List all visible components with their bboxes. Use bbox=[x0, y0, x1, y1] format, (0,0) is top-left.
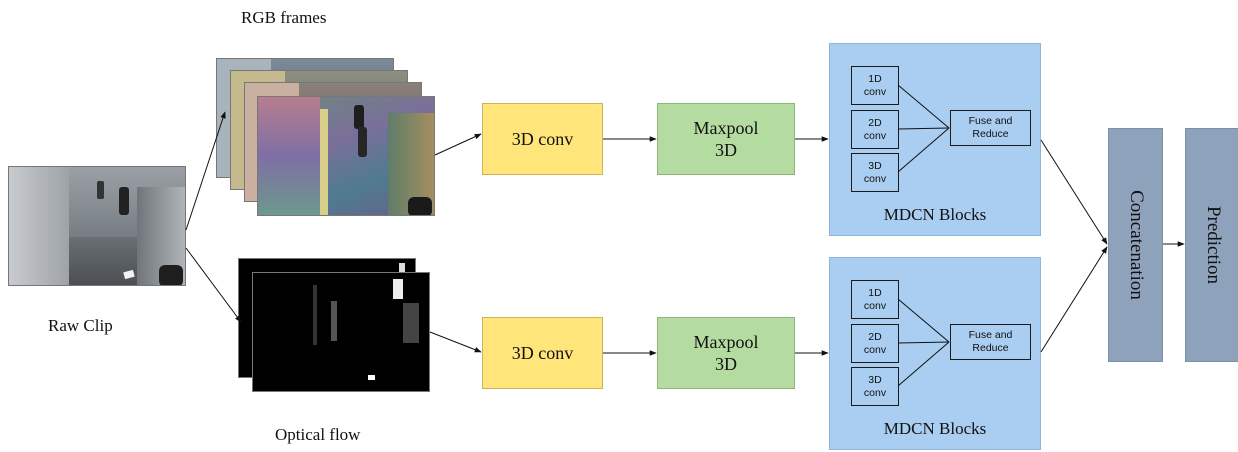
top-3d-conv-label: 3D conv bbox=[511, 128, 574, 149]
top-3d-conv-box: 3D conv bbox=[482, 103, 603, 175]
arrow-top-mdcn-to-concat bbox=[1040, 139, 1108, 245]
rgb-frames-label: RGB frames bbox=[241, 8, 327, 27]
bottom-2d-conv-box: 2D conv bbox=[851, 324, 899, 363]
top-1d-conv-label-2: conv bbox=[863, 85, 887, 98]
top-fuse-reduce-box: Fuse and Reduce bbox=[950, 110, 1031, 146]
top-3d-conv-small-label-1: 3D bbox=[868, 159, 882, 172]
top-maxpool-label-1: Maxpool bbox=[693, 118, 759, 138]
top-mdcn-title: MDCN Blocks bbox=[883, 205, 987, 224]
top-3d-conv-small-box: 3D conv bbox=[851, 153, 899, 192]
top-maxpool-label-2: 3D bbox=[715, 140, 737, 160]
bottom-3d-conv-small-label-1: 3D bbox=[868, 373, 882, 386]
bottom-3d-conv-small-label-2: conv bbox=[863, 386, 887, 399]
bottom-2d-conv-label-1: 2D bbox=[868, 330, 882, 343]
bottom-3d-conv-label: 3D conv bbox=[511, 342, 574, 363]
bottom-maxpool-label-2: 3D bbox=[715, 354, 737, 374]
bottom-fuse-label-1: Fuse and bbox=[968, 329, 1013, 341]
top-2d-conv-box: 2D conv bbox=[851, 110, 899, 149]
top-3d-conv-small-label-2: conv bbox=[863, 172, 887, 185]
top-2d-conv-label-1: 2D bbox=[868, 116, 882, 129]
arrow-raw-to-rgb bbox=[185, 111, 226, 231]
arrow-rgb-to-conv bbox=[434, 133, 482, 156]
concatenation-bar: Concatenation bbox=[1108, 128, 1163, 362]
raw-clip-image bbox=[8, 166, 186, 286]
rgb-frame-4 bbox=[257, 96, 435, 216]
bottom-maxpool-box: Maxpool 3D bbox=[657, 317, 795, 389]
bottom-3d-conv-small-box: 3D conv bbox=[851, 367, 899, 406]
bottom-mdcn-title: MDCN Blocks bbox=[883, 419, 987, 438]
optical-flow-label: Optical flow bbox=[275, 425, 361, 444]
top-1d-conv-box: 1D conv bbox=[851, 66, 899, 105]
arrow-raw-to-flow bbox=[185, 247, 242, 323]
bottom-1d-conv-label-1: 1D bbox=[868, 286, 882, 299]
top-fuse-label-2: Reduce bbox=[972, 128, 1009, 140]
top-1d-conv-label-1: 1D bbox=[868, 72, 882, 85]
bottom-1d-conv-box: 1D conv bbox=[851, 280, 899, 319]
bottom-2d-conv-label-2: conv bbox=[863, 343, 887, 356]
optical-flow-frame-2 bbox=[252, 272, 430, 392]
top-maxpool-box: Maxpool 3D bbox=[657, 103, 795, 175]
bottom-fuse-label-2: Reduce bbox=[972, 342, 1009, 354]
arrow-bottom-mdcn-to-concat bbox=[1040, 246, 1108, 353]
bottom-maxpool-label-1: Maxpool bbox=[693, 332, 759, 352]
raw-clip-label: Raw Clip bbox=[48, 316, 113, 335]
bottom-1d-conv-label-2: conv bbox=[863, 299, 887, 312]
top-2d-conv-label-2: conv bbox=[863, 129, 887, 142]
top-fuse-label-1: Fuse and bbox=[968, 115, 1013, 127]
bottom-fuse-reduce-box: Fuse and Reduce bbox=[950, 324, 1031, 360]
prediction-bar: Prediction bbox=[1185, 128, 1238, 362]
bottom-3d-conv-box: 3D conv bbox=[482, 317, 603, 389]
arrow-flow-to-conv bbox=[429, 331, 482, 353]
